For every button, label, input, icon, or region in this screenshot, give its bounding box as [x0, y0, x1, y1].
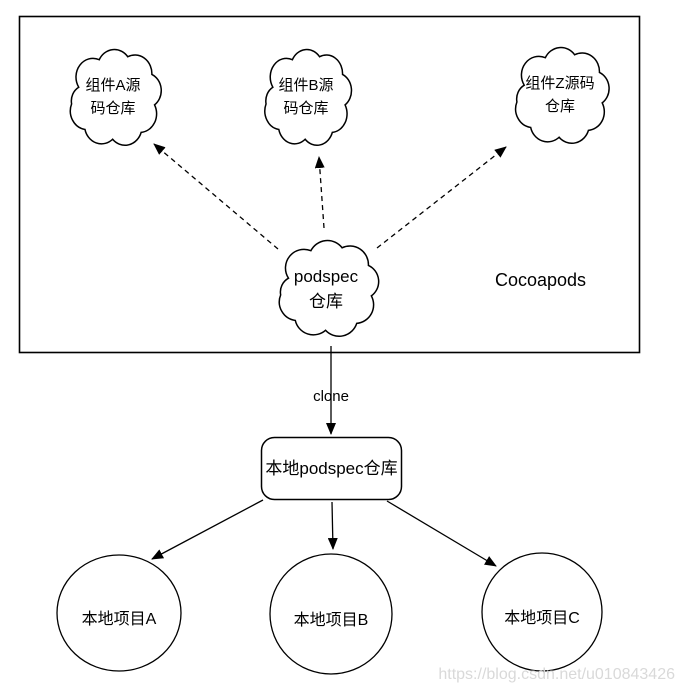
clone-arrow-label: clone	[313, 388, 349, 405]
circle-project-c	[481, 552, 603, 672]
cloud-podspec	[279, 240, 378, 336]
cocoapods-region-label: Cocoapods	[494, 270, 587, 290]
dashed-arrow-podspec-to-component-z	[376, 146, 507, 249]
arrow-local-to-project-c	[386, 500, 497, 567]
local-repo-box	[260, 436, 403, 501]
cloud-component-a-label: 组件A源 码仓库	[85, 77, 141, 117]
arrow-local-to-project-b	[327, 501, 338, 550]
csdn-watermark: https://blog.csdn.net/u010843426	[438, 666, 675, 683]
local-repo-label: 本地podspec仓库	[265, 459, 398, 478]
project-c-label: 本地项目C	[504, 610, 580, 627]
dashed-arrow-podspec-to-component-a	[153, 143, 279, 250]
project-a-label: 本地项目A	[81, 611, 157, 628]
cloud-component-a	[70, 49, 161, 145]
circle-project-a	[56, 554, 182, 672]
cloud-component-z	[516, 47, 609, 143]
cloud-component-b-label: 组件B源 码仓库	[278, 77, 334, 117]
dashed-arrow-podspec-to-component-b	[314, 156, 325, 229]
cloud-component-z-label: 组件Z源码 仓库	[525, 75, 595, 115]
cocoapods-boundary-box	[18, 15, 641, 354]
cloud-component-b	[265, 49, 352, 145]
project-b-label: 本地项目B	[293, 612, 369, 629]
circle-project-b	[269, 553, 393, 675]
cloud-podspec-label: podspec 仓库	[293, 267, 359, 311]
arrow-local-to-project-a	[151, 499, 264, 560]
